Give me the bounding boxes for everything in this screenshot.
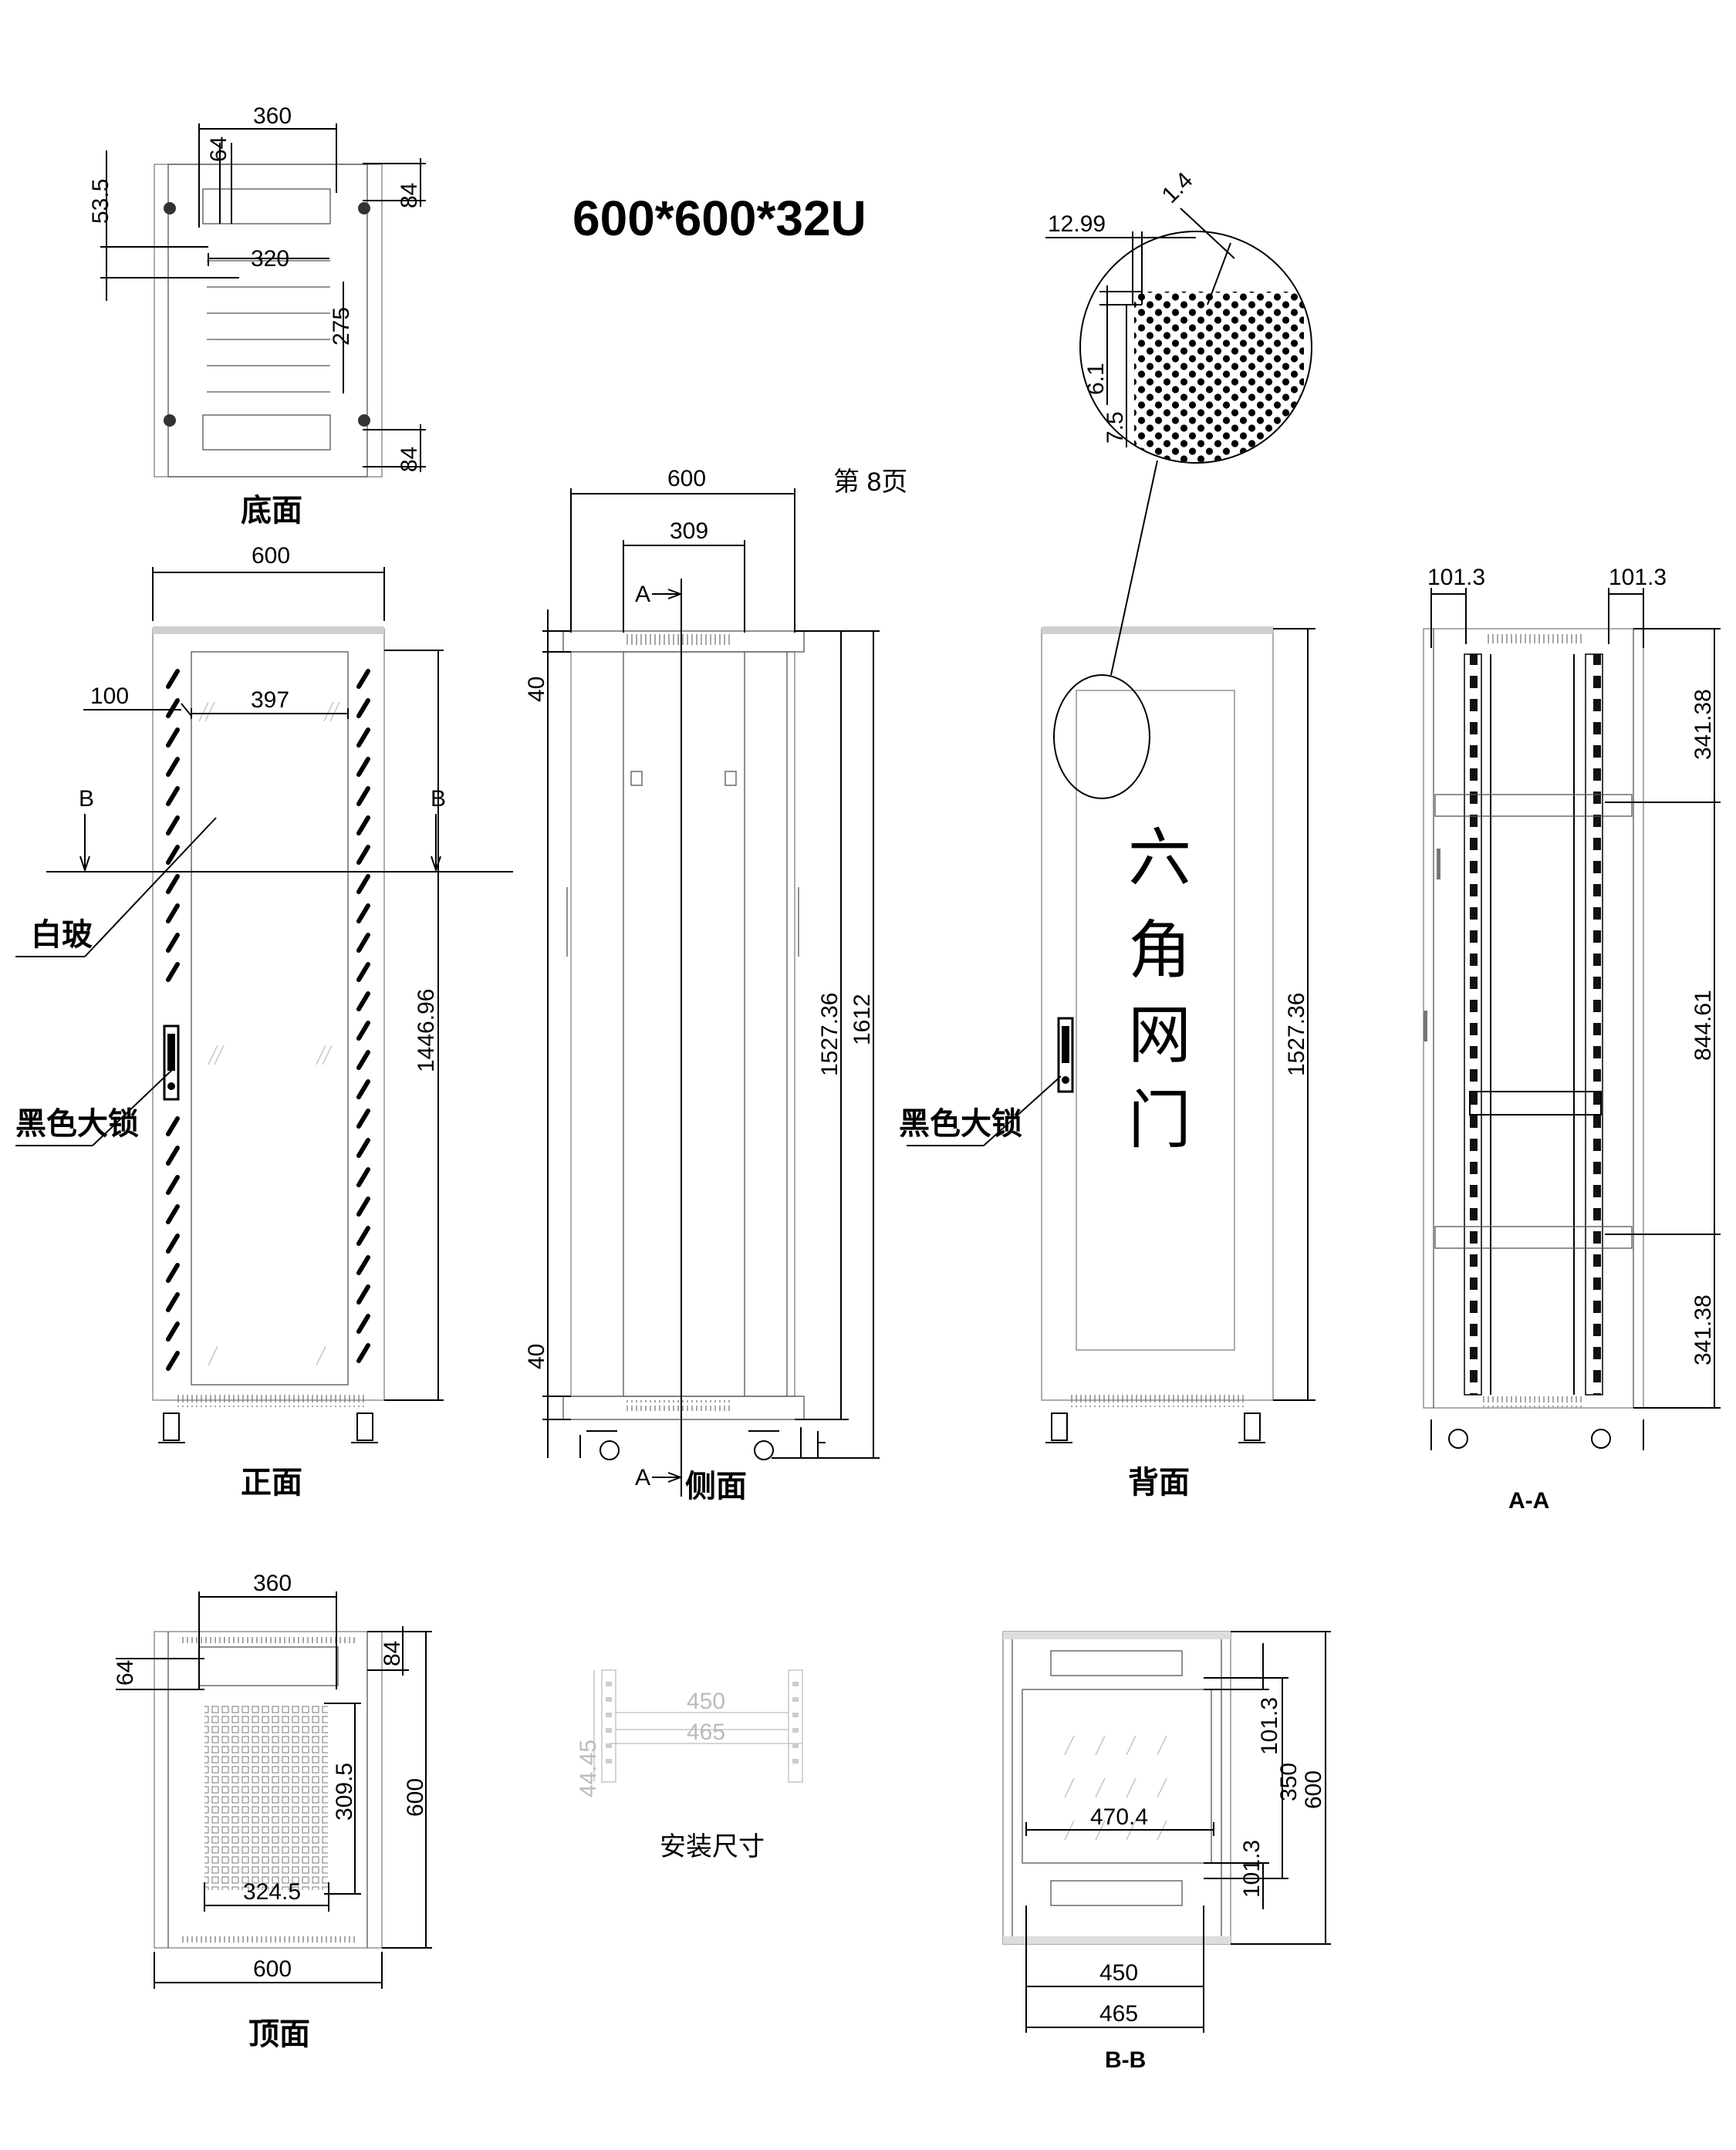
section-a-dim-341-bottom: 341.38 — [1690, 1294, 1716, 1365]
front-dim-397: 397 — [251, 687, 289, 713]
side-dim-1612: 1612 — [849, 994, 875, 1045]
top-dim-309-5: 309.5 — [332, 1763, 357, 1821]
front-dim-100: 100 — [90, 683, 129, 709]
mounting-view: 450 465 44.45 安装尺寸 — [576, 1669, 803, 1861]
back-door-char-4: 门 — [1128, 1085, 1191, 1156]
front-callout-glass: 白玻 — [31, 918, 93, 952]
back-caption: 背面 — [1128, 1466, 1190, 1500]
section-b-dim-450: 450 — [1099, 1960, 1138, 1986]
detail-dim-7-5: 7.5 — [1103, 411, 1128, 444]
side-dim-40-bottom: 40 — [524, 1344, 549, 1369]
back-view: 六 角 网 门 1527.36 黑色大锁 背面 — [899, 460, 1316, 1500]
mount-dim-465: 465 — [687, 1720, 725, 1745]
section-b-dim-350: 350 — [1276, 1763, 1302, 1801]
section-b-b: 101.3 350 600 470.4 101.3 450 465 B-B — [1002, 1631, 1331, 2073]
side-dim-309: 309 — [670, 518, 708, 544]
bottom-dim-320: 320 — [251, 246, 289, 272]
bottom-dim-64: 64 — [206, 137, 231, 162]
top-dim-360: 360 — [253, 1571, 292, 1596]
bottom-dim-84-bottom: 84 — [397, 447, 422, 472]
side-section-mark-top: A — [635, 582, 650, 607]
detail-dim-12-99: 12.99 — [1048, 211, 1106, 237]
mount-caption: 安装尺寸 — [660, 1832, 765, 1861]
back-door-char-1: 六 — [1128, 823, 1191, 893]
side-dim-width: 600 — [667, 466, 706, 491]
detail-dim-1-4: 1.4 — [1157, 167, 1198, 208]
section-a-a: 101.3 101.3 341.38 844.61 341.38 A-A — [1423, 565, 1721, 1514]
section-b-dim-101-top: 101.3 — [1257, 1697, 1282, 1755]
section-b-dim-101-bottom: 101.3 — [1239, 1840, 1265, 1898]
front-left-vents — [166, 669, 180, 1371]
section-a-caption: A-A — [1508, 1488, 1549, 1514]
front-section-mark-left: B — [79, 786, 94, 812]
bottom-dim-width: 360 — [253, 103, 292, 129]
page-label: 第 8页 — [833, 467, 907, 497]
drawing-title: 600*600*32U — [572, 191, 866, 246]
bottom-dim-84-top: 84 — [397, 183, 422, 208]
front-callout-lock: 黑色大锁 — [15, 1107, 139, 1141]
back-door-char-2: 角 — [1128, 916, 1191, 986]
front-section-mark-right: B — [431, 786, 446, 812]
bottom-caption: 底面 — [241, 494, 302, 528]
detail-dim-6-1: 6.1 — [1083, 363, 1109, 395]
side-dim-1527: 1527.36 — [817, 993, 843, 1076]
front-caption: 正面 — [241, 1466, 302, 1500]
side-dim-40-top: 40 — [524, 677, 549, 702]
back-door-char-3: 网 — [1128, 1001, 1191, 1071]
top-dim-600-h: 600 — [253, 1956, 292, 1982]
front-right-vents — [356, 669, 370, 1363]
section-b-dim-470-4: 470.4 — [1090, 1804, 1148, 1830]
back-callout-lock: 黑色大锁 — [899, 1107, 1022, 1141]
top-view: 360 64 84 309.5 600 324.5 600 顶面 — [113, 1571, 432, 2051]
top-caption: 顶面 — [248, 2017, 310, 2051]
mount-dim-44-45: 44.45 — [576, 1740, 601, 1797]
top-dim-84: 84 — [380, 1641, 405, 1666]
front-view: 600 100 397 1446.96 B B 白玻 黑色大锁 正面 — [15, 543, 513, 1500]
section-a-dim-101-right: 101.3 — [1609, 565, 1667, 590]
hex-mesh-detail: 12.99 1.4 6.1 7.5 — [1045, 167, 1312, 464]
top-dim-64: 64 — [113, 1660, 138, 1686]
bottom-view: 360 64 53.5 84 320 275 84 底面 — [88, 103, 426, 528]
side-caption: 侧面 — [685, 1470, 747, 1504]
bottom-dim-275: 275 — [329, 307, 354, 346]
bottom-dim-53-5: 53.5 — [88, 179, 113, 224]
section-a-dim-844: 844.61 — [1690, 990, 1716, 1061]
top-dim-324-5: 324.5 — [243, 1879, 301, 1905]
section-a-dim-101-left: 101.3 — [1427, 565, 1485, 590]
section-b-dim-465: 465 — [1099, 2001, 1138, 2027]
mount-dim-450: 450 — [687, 1689, 725, 1714]
section-a-dim-341-top: 341.38 — [1690, 689, 1716, 760]
section-b-dim-600: 600 — [1301, 1770, 1326, 1809]
top-dim-600-v: 600 — [403, 1778, 428, 1817]
side-view: 600 309 40 1527.36 1612 40 A A 侧面 — [524, 466, 880, 1504]
front-dim-height: 1446.96 — [414, 989, 439, 1072]
front-dim-width: 600 — [252, 543, 290, 569]
section-b-caption: B-B — [1105, 2047, 1146, 2073]
side-section-mark-bottom: A — [635, 1465, 650, 1490]
back-dim-height: 1527.36 — [1284, 993, 1309, 1076]
